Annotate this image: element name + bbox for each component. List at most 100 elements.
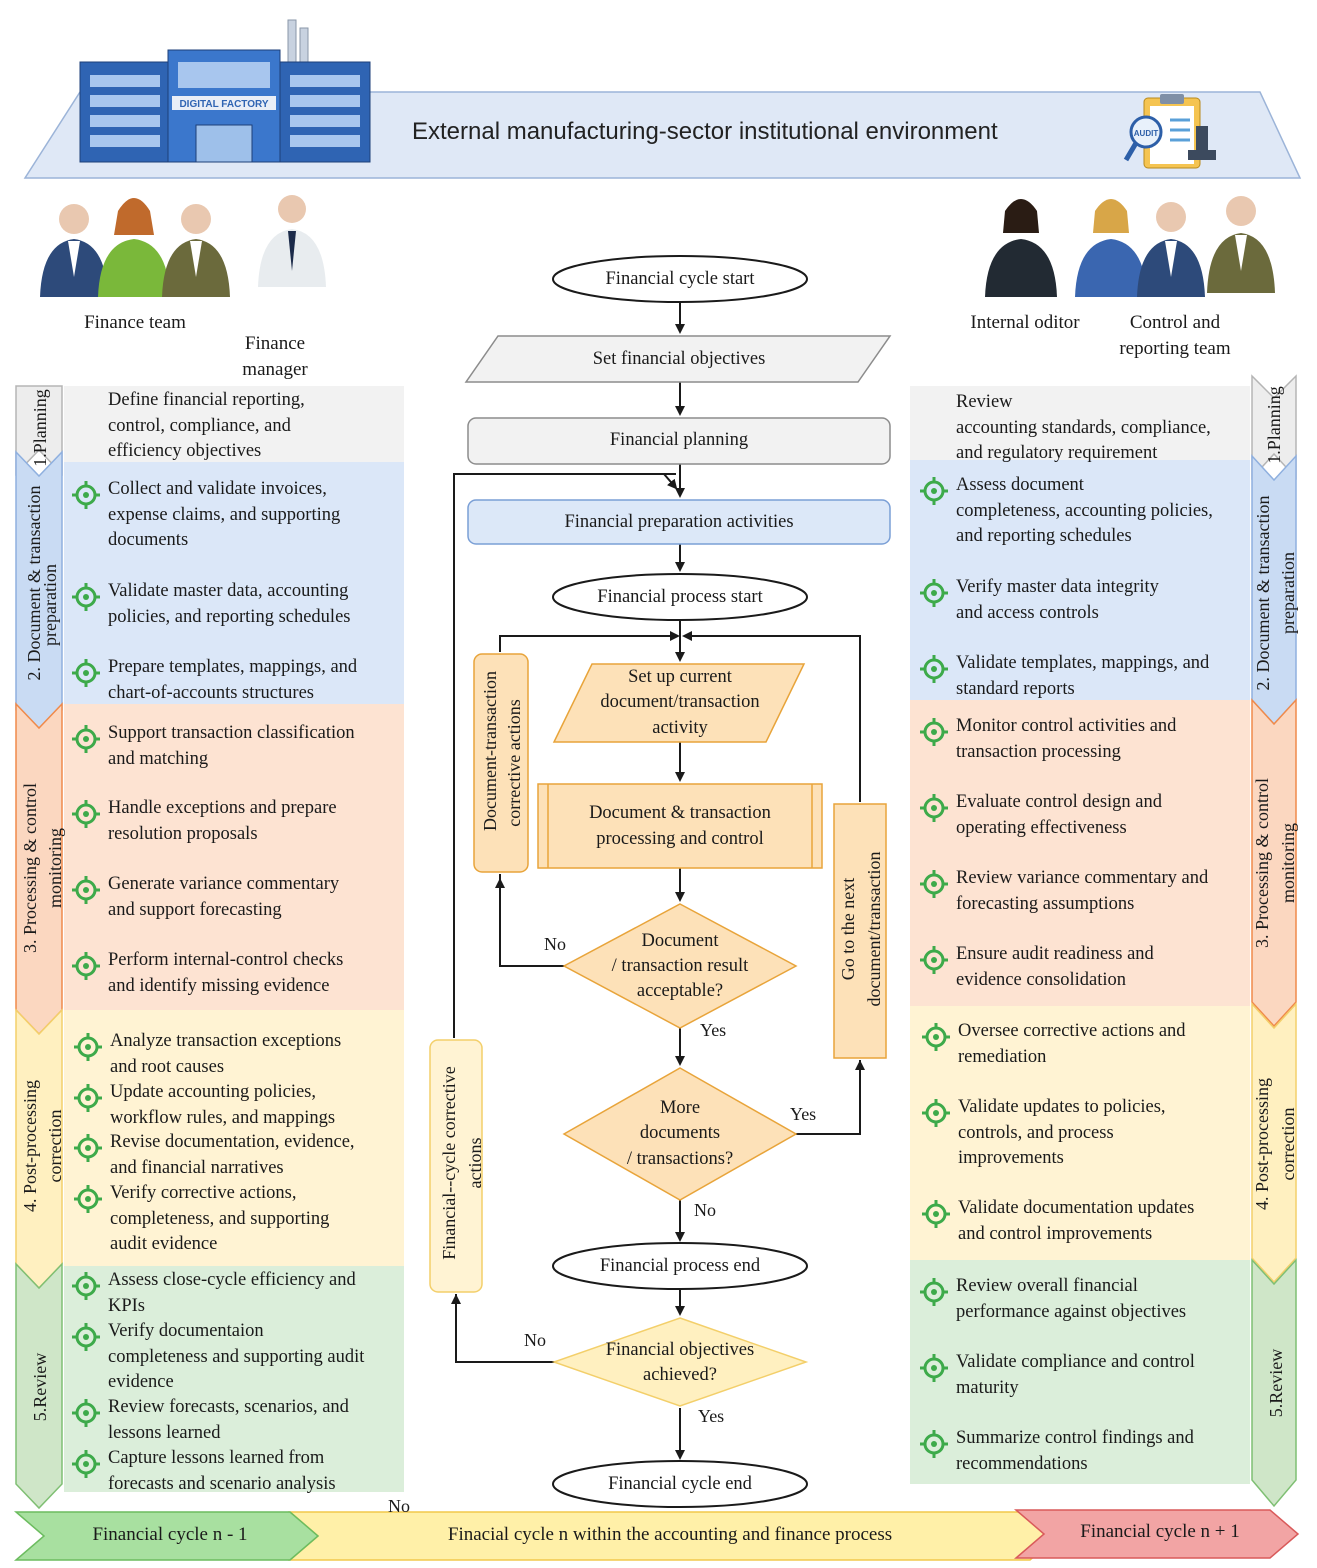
more-documents-decision [562,1067,798,1201]
left-activity-line: and support forecasting [108,899,282,920]
left-activity-line: Update accounting policies, [110,1082,317,1102]
ai-assistant-icon [68,1395,104,1431]
control-team-avatars [1075,196,1275,297]
ai-assistant-icon [70,1080,106,1116]
doc-corrective-box [473,653,529,873]
left-activity-line: and matching [108,748,209,769]
decision3-yes-label: Yes [698,1406,725,1426]
decision2-yes-label: Yes [790,1104,817,1124]
financial-planning-text: Financial planning [609,430,749,450]
left-activity-line: resolution proposals [108,823,258,844]
ai-assistant-icon [68,1446,104,1482]
decision1-yes-label: Yes [700,1020,727,1040]
people-graphic [40,195,1275,297]
left-activity-line: audit evidence [110,1234,218,1254]
decision1-no-label: No [544,934,566,954]
right-activity-prep-2: Verify master data integrity and access c… [920,575,1256,626]
right-activity-line: controls, and process [958,1122,1114,1143]
ai-assistant-icon [70,1029,106,1065]
finance-team-label: Finance team [84,312,186,333]
go-next-box [833,803,887,1059]
left-activity-line: Perform internal-control checks [108,950,344,970]
ai-assistant-icon [916,790,952,826]
set-objectives-io [464,335,892,383]
right-activity-line: standard reports [956,678,1075,699]
set-objectives-text: Set financial objectives [592,349,766,369]
go-next-text-1: Go to the next [838,877,858,981]
right-activity-line: Assess document [956,475,1084,495]
left-activity-line: efficiency objectives [108,441,262,461]
ai-assistant-icon [916,714,952,750]
left-activity-rev-3: Review forecasts, scenarios, and lessons … [72,1395,408,1446]
right-activity-line: and control improvements [958,1223,1153,1244]
left-activity-line: completeness, and supporting [110,1208,330,1229]
result-acceptable-decision [562,903,798,1029]
timeline-no-label: No [388,1496,410,1516]
right-activity-proc-4: Ensure audit readiness and evidence conso… [920,942,1256,993]
decision3-text-1: Financial objectives [605,1340,755,1360]
ai-assistant-icon [68,948,104,984]
ai-assistant-icon [68,579,104,615]
right-activity-line: completeness, accounting policies, [956,500,1213,521]
right-activity-line: accounting standards, compliance, [956,417,1211,438]
right-activity-line: Validate documentation updates [958,1198,1195,1218]
right-activity-line: improvements [958,1148,1064,1168]
left-activity-line: lessons learned [108,1422,221,1443]
left-activity-line: and identify missing evidence [108,975,330,996]
left-activity-line: Review forecasts, scenarios, and [108,1397,349,1417]
right-activity-post-2: Validate updates to policies,controls, a… [922,1095,1258,1172]
go-next-text-2: document/transaction [864,851,884,1007]
finance-manager-label-2: manager [242,359,308,380]
left-phase-arrows [15,385,63,1510]
left-activity-post-2: Update accounting policies, workflow rule… [74,1080,410,1131]
left-activity-line: Revise documentation, evidence, [110,1132,355,1152]
prep-activities-text: Financial preparation activities [564,512,794,532]
fin-corrective-text-1: Financial--cycle corrective [439,1066,459,1260]
factory-icon: DIGITAL FACTORY [79,19,371,163]
prep-activities-box [467,499,891,545]
right-activity-line: Ensure audit readiness and [956,944,1154,964]
right-activity-line: evidence consolidation [956,969,1127,990]
left-activity-line: and root causes [110,1056,225,1077]
fin-corrective-text-2: actions [465,1137,485,1189]
left-activity-line: Verify documentaion [108,1321,264,1341]
left-activity-post-4: Verify corrective actions,completeness, … [74,1181,410,1258]
right-activity-prep-3: Validate templates, mappings, and standar… [920,651,1256,702]
cycle-start-text: Financial cycle start [605,269,755,289]
setup-text-1: Set up current [628,667,732,687]
left-activity-line: workflow rules, and mappings [110,1107,336,1128]
left-activity-line: Handle exceptions and prepare [108,798,337,818]
process-start-text: Financial process start [597,587,763,607]
ai-assistant-icon [916,575,952,611]
ai-assistant-icon [918,1095,954,1131]
ai-assistant-icon [68,477,104,513]
right-activity-line: remediation [958,1046,1047,1067]
financial-planning-box [467,417,891,465]
left-activity-prep-1: Collect and validate invoices,expense cl… [72,477,408,554]
right-activity-line: maturity [956,1377,1019,1398]
right-activity-line: Review [956,392,1013,412]
left-activity-line: Capture lessons learned from [108,1448,325,1468]
right-activity-line: Validate templates, mappings, and [956,653,1210,673]
right-activity-line: Monitor control activities and [956,716,1177,736]
ai-assistant-icon [70,1130,106,1166]
right-activity-line: Summarize control findings and [956,1428,1194,1448]
right-phase-arrows [1251,374,1297,1508]
ai-assistant-icon [68,1268,104,1304]
doc-corrective-text-2: corrective actions [504,699,524,827]
doc-corrective-text-1: Document-transaction [480,671,500,831]
right-activity-line: and access controls [956,602,1099,623]
decision1-text-2: / transaction result [611,956,749,976]
left-activity-line: KPIs [108,1295,146,1316]
right-activity-line: Verify master data integrity [956,577,1159,597]
right-activity-line: Review overall financial [956,1276,1138,1296]
left-activity-line: control, compliance, and [108,415,291,436]
right-activity-line: transaction processing [956,741,1121,762]
